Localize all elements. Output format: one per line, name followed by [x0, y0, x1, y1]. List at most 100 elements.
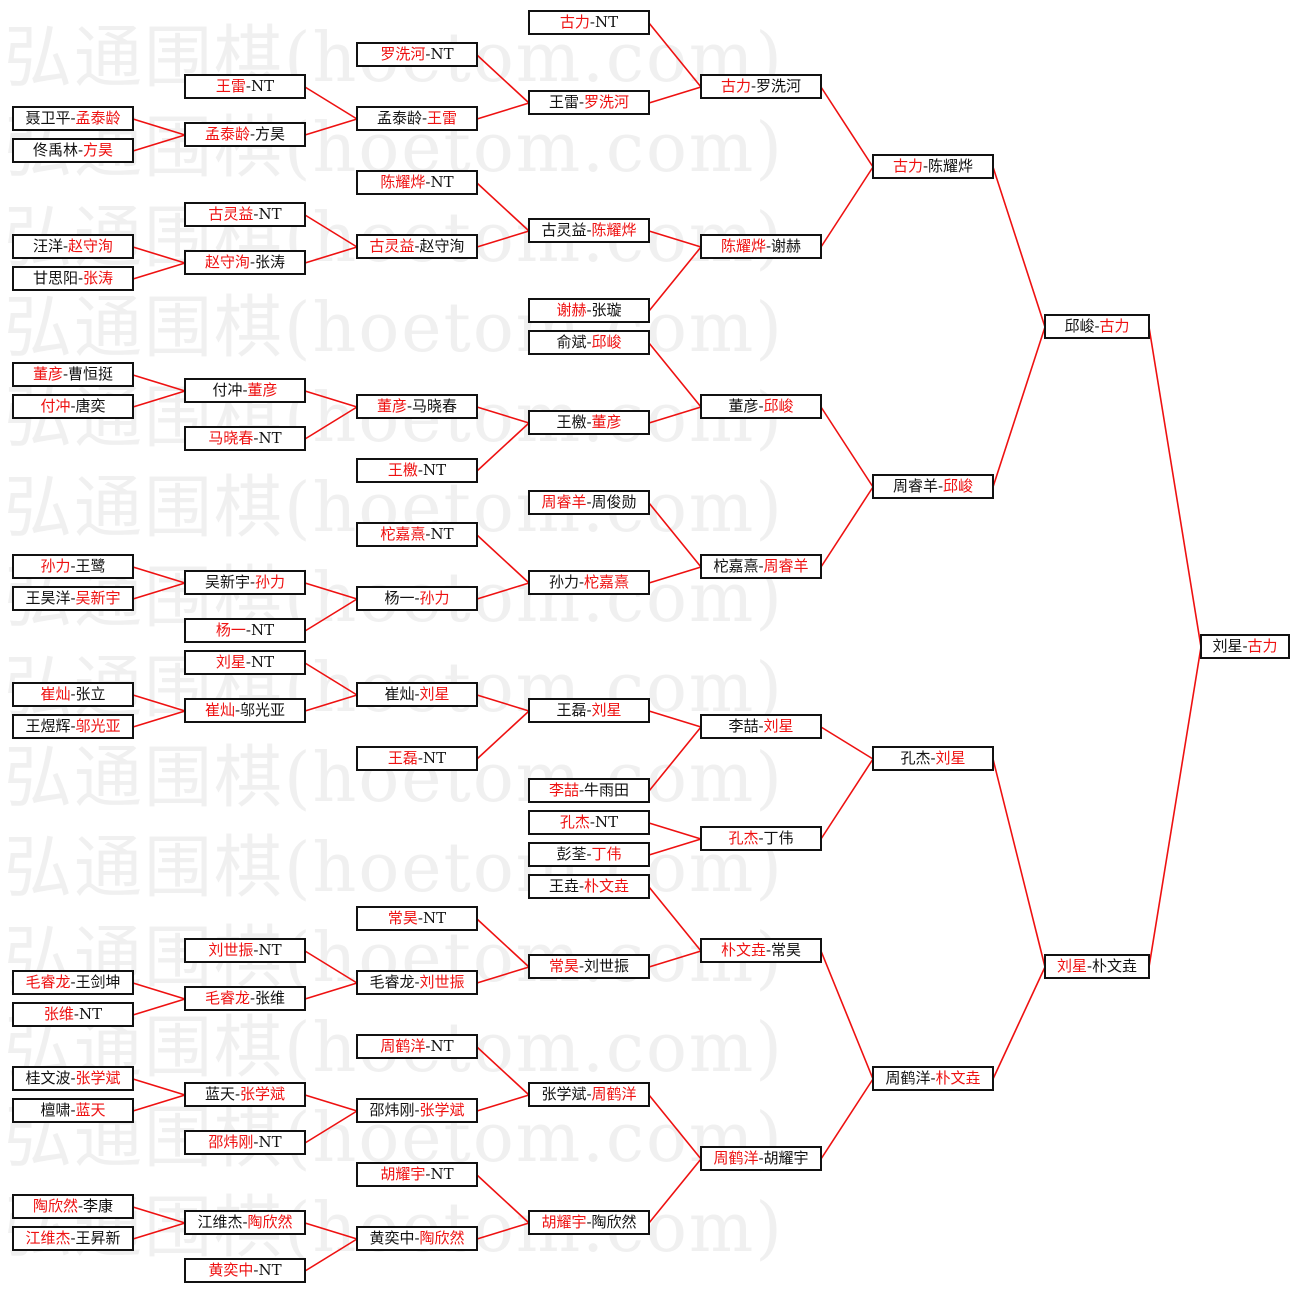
- match-box: 陈耀烨-谢赫: [700, 234, 822, 259]
- connector-line: [476, 230, 530, 248]
- vs-separator: -: [70, 557, 76, 575]
- player-a: 周鹤洋: [380, 1037, 426, 1055]
- player-a: 付冲: [40, 397, 71, 415]
- vs-separator: -: [70, 1069, 76, 1087]
- player-b: 方昊: [255, 125, 286, 143]
- player-b: 孙力: [255, 573, 286, 591]
- connector-line: [132, 134, 186, 152]
- connector-line: [476, 54, 530, 104]
- match-box: 周睿羊-周俊勋: [528, 490, 650, 515]
- player-b: 张维: [255, 989, 286, 1007]
- player-b: 张学斌: [419, 1101, 465, 1119]
- vs-separator: -: [578, 573, 585, 591]
- player-a: 杨一: [384, 589, 415, 607]
- match-box: 赵守洵-张涛: [184, 250, 306, 275]
- player-b: 周睿羊: [763, 557, 809, 575]
- vs-separator: -: [414, 589, 420, 607]
- player-b: 陶欣然: [591, 1213, 637, 1231]
- player-b: NT: [430, 45, 454, 63]
- player-b: 吴新宇: [75, 589, 121, 607]
- vs-separator: -: [406, 397, 413, 415]
- player-a: 吴新宇: [204, 573, 250, 591]
- match-box: 江维杰-王昇新: [12, 1226, 134, 1251]
- player-b: 邬光亚: [240, 701, 286, 719]
- match-box: 付冲-董彦: [184, 378, 306, 403]
- vs-separator: -: [930, 1069, 936, 1087]
- connector-line: [132, 998, 186, 1016]
- player-b: 朴文垚: [584, 877, 630, 895]
- player-a: 汪洋: [32, 237, 63, 255]
- player-a: 胡耀宇: [380, 1165, 426, 1183]
- player-b: 常昊: [771, 941, 802, 959]
- match-box: 周睿羊-邱峻: [872, 474, 994, 499]
- vs-separator: -: [249, 573, 256, 591]
- player-a: 蓝天: [204, 1085, 235, 1103]
- match-box: 董彦-马晓春: [356, 394, 478, 419]
- match-box: 孔杰-刘星: [872, 746, 994, 771]
- player-b: 柁嘉熹: [584, 573, 630, 591]
- connector-line: [648, 950, 702, 968]
- vs-separator: -: [586, 1085, 592, 1103]
- connector-line: [304, 598, 358, 632]
- player-a: 王檄: [387, 461, 418, 479]
- vs-separator: -: [1242, 637, 1248, 655]
- player-a: 江维杰: [197, 1213, 243, 1231]
- player-b: 孙力: [419, 589, 450, 607]
- player-a: 邵炜刚: [369, 1101, 415, 1119]
- connector-line: [648, 342, 702, 408]
- player-b: 刘星: [419, 685, 450, 703]
- player-b: 朴文垚: [935, 1069, 981, 1087]
- player-a: 崔灿: [204, 701, 235, 719]
- player-a: 江维杰: [25, 1229, 71, 1247]
- connector-line: [476, 1222, 530, 1240]
- player-a: 刘世振: [208, 941, 254, 959]
- match-box: 李喆-牛雨田: [528, 778, 650, 803]
- player-a: 黄奕中: [208, 1261, 254, 1279]
- vs-separator: -: [77, 269, 84, 287]
- connector-line: [304, 982, 358, 1000]
- connector-line: [304, 1094, 358, 1112]
- connector-line: [132, 246, 186, 264]
- vs-separator: -: [414, 685, 420, 703]
- player-a: 古力: [559, 13, 590, 31]
- player-b: NT: [430, 173, 454, 191]
- match-box: 檀啸-蓝天: [12, 1098, 134, 1123]
- match-box: 毛睿龙-张维: [184, 986, 306, 1011]
- player-b: NT: [430, 1037, 454, 1055]
- connector-line: [476, 1094, 530, 1112]
- vs-separator: -: [70, 397, 76, 415]
- connector-line: [476, 966, 530, 984]
- connector-line: [648, 1094, 702, 1160]
- connector-line: [304, 246, 358, 264]
- player-b: 丁伟: [763, 829, 794, 847]
- vs-separator: -: [253, 941, 259, 959]
- connector-line: [476, 694, 530, 712]
- player-a: 王磊: [387, 749, 418, 767]
- player-a: 董彦: [728, 397, 759, 415]
- connector-line: [648, 822, 702, 840]
- match-box: 古力-陈耀烨: [872, 154, 994, 179]
- match-box: 周鹤洋-胡耀宇: [700, 1146, 822, 1171]
- match-box: 王磊-NT: [356, 746, 478, 771]
- connector-line: [992, 326, 1046, 488]
- player-b: 张璇: [591, 301, 622, 319]
- vs-separator: -: [758, 829, 764, 847]
- vs-separator: -: [253, 1261, 259, 1279]
- connector-line: [1148, 646, 1202, 968]
- player-a: 彭荃: [556, 845, 587, 863]
- connector-line: [476, 406, 530, 424]
- connector-line: [132, 582, 186, 600]
- vs-separator: -: [586, 493, 592, 511]
- match-box: 孟泰龄-方昊: [184, 122, 306, 147]
- vs-separator: -: [758, 717, 764, 735]
- player-a: 常昊: [548, 957, 579, 975]
- connector-line: [132, 1206, 186, 1224]
- player-a: 毛睿龙: [25, 973, 71, 991]
- match-box: 周鹤洋-朴文垚: [872, 1066, 994, 1091]
- match-box: 谢赫-张璇: [528, 298, 650, 323]
- player-a: 孔杰: [900, 749, 931, 767]
- match-box: 桂文波-张学斌: [12, 1066, 134, 1091]
- connector-line: [648, 566, 702, 584]
